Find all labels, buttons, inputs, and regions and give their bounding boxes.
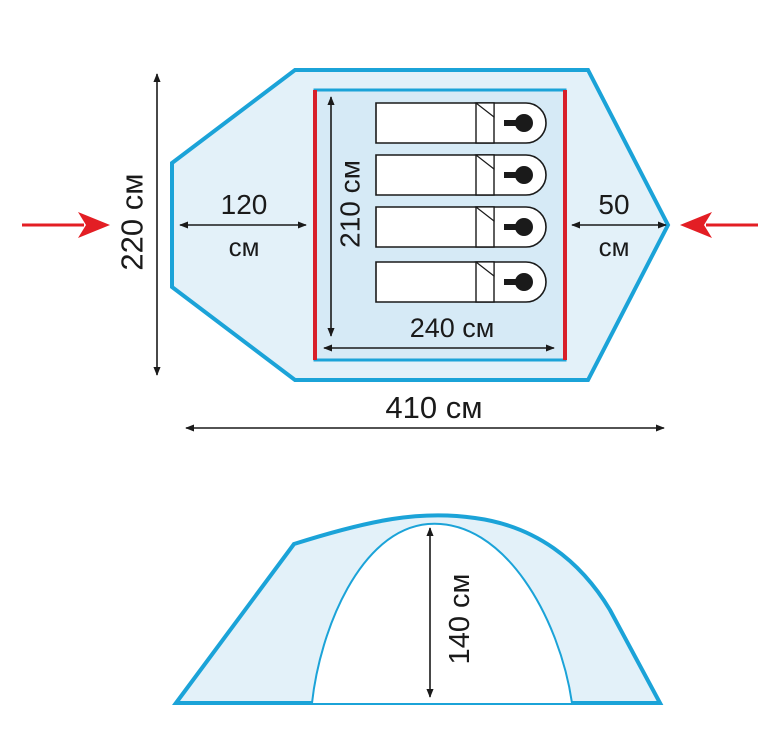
sleeper bbox=[375, 154, 547, 196]
sleepers bbox=[375, 102, 547, 303]
tent-side-inner-arch bbox=[311, 522, 573, 704]
label-vestibule-right-value: 50 bbox=[598, 189, 629, 220]
sleeper bbox=[375, 102, 547, 144]
plan-view: 220 см 120 см 50 см 210 см 240 см 410 см bbox=[22, 68, 758, 432]
label-total-width: 410 см bbox=[385, 390, 482, 425]
entry-arrow-left bbox=[22, 212, 110, 238]
label-vestibule-right-unit: см bbox=[599, 232, 630, 262]
label-inner-depth: 210 см bbox=[335, 160, 366, 248]
label-total-depth: 220 см bbox=[115, 173, 150, 270]
sleeper bbox=[375, 206, 547, 248]
label-height: 140 см bbox=[444, 574, 476, 665]
label-inner-length: 240 см bbox=[410, 313, 495, 343]
label-vestibule-left-unit: см bbox=[229, 232, 260, 262]
entry-arrow-right bbox=[680, 212, 758, 238]
sleeper bbox=[375, 261, 547, 303]
label-vestibule-left-value: 120 bbox=[221, 189, 268, 220]
side-view: 140 см bbox=[172, 513, 664, 705]
